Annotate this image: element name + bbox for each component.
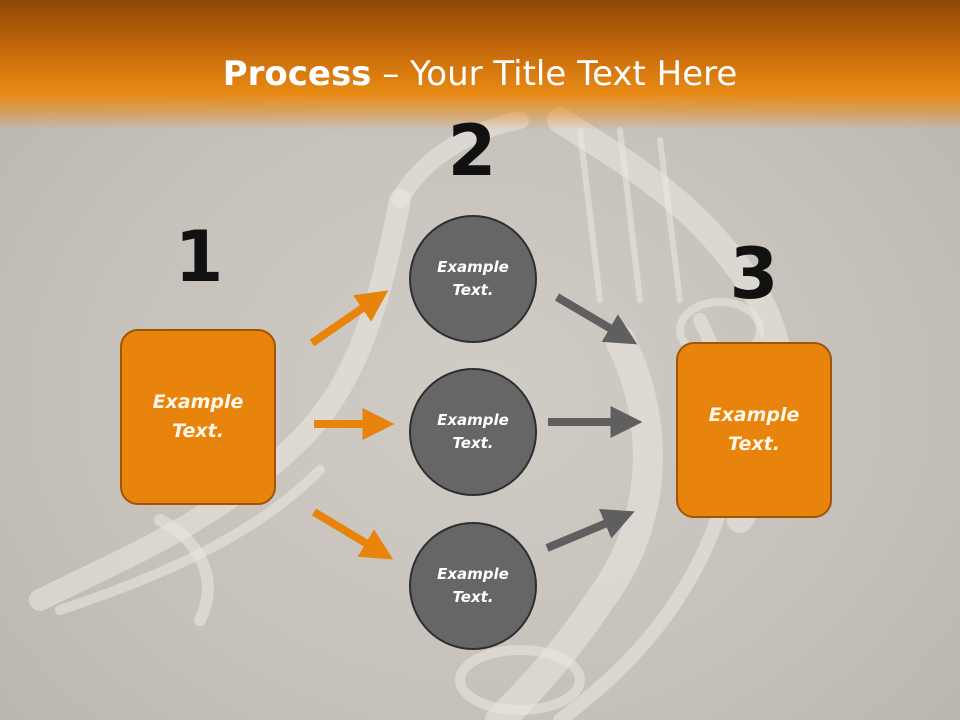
arrow-to-top-circle xyxy=(309,290,389,347)
step-number-1: 1 xyxy=(174,216,224,298)
circle-bottom-line2: Text. xyxy=(452,588,494,606)
left-box-line1: Example xyxy=(152,391,244,413)
left-box-line2: Text. xyxy=(172,420,224,442)
step-number-3: 3 xyxy=(729,233,779,315)
arrow-from-bottom-circle xyxy=(545,508,635,552)
step-number-2: 2 xyxy=(447,110,497,192)
circle-top-line2: Text. xyxy=(452,281,494,299)
title-rest: – Your Title Text Here xyxy=(371,54,738,94)
title-bold: Process xyxy=(222,54,372,94)
right-box-line1: Example xyxy=(708,404,800,426)
circle-bottom-line1: Example xyxy=(437,565,509,583)
circle-center-line1: Example xyxy=(437,411,509,429)
arrow-to-bottom-circle xyxy=(311,508,394,560)
right-box-line2: Text. xyxy=(728,433,780,455)
slide-title: Process – Your Title Text Here xyxy=(0,52,960,96)
title-bar xyxy=(0,0,960,130)
circle-top-line1: Example xyxy=(437,258,509,276)
circle-center-line2: Text. xyxy=(452,434,494,452)
arrow-from-top-circle xyxy=(554,293,638,345)
